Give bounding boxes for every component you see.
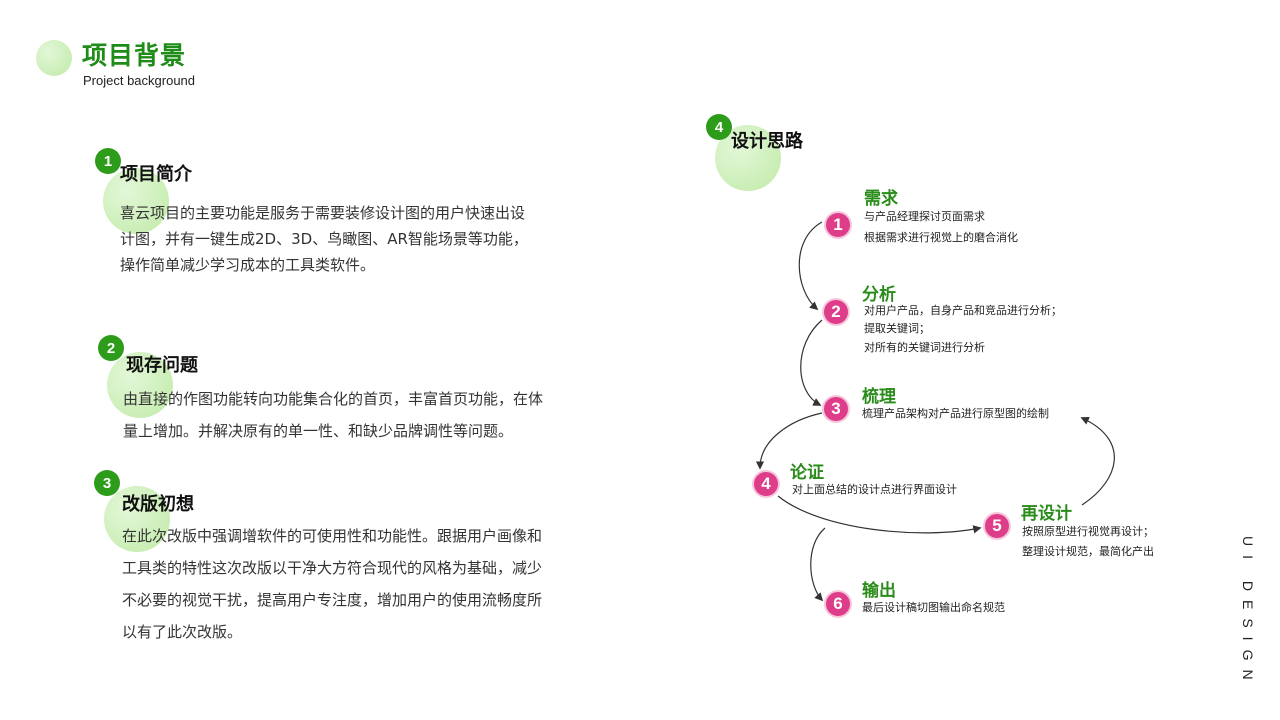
section-title: 项目简介 [120, 164, 192, 185]
step-description: 提取关键词； [864, 322, 930, 335]
page-title: 项目背景 [82, 41, 187, 70]
step-description: 按照原型进行视觉再设计； [1022, 525, 1154, 538]
vertical-ui-design-label: UI DESIGN [1240, 536, 1256, 689]
section-body-line: 以有了此次改版。 [122, 623, 243, 641]
step-description: 根据需求进行视觉上的磨合消化 [864, 231, 1018, 244]
section-decor-circle [104, 486, 170, 552]
step-title: 再设计 [1021, 504, 1072, 524]
section-body-line: 喜云项目的主要功能是服务于需要装修设计图的用户快速出设 [120, 204, 526, 222]
section-body-line: 计图，并有一键生成2D、3D、鸟瞰图、AR智能场景等功能， [120, 230, 528, 248]
section-body-line: 由直接的作图功能转向功能集合化的首页，丰富首页功能，在体 [123, 390, 544, 408]
step-description: 最后设计稿切图输出命名规范 [862, 601, 1005, 614]
flow-arrow-4-5 [777, 495, 982, 534]
section-body: 在此次改版中强调增软件的可使用性和功能性。跟据用户画像和 工具类的特性这次改版以… [122, 520, 592, 648]
section-body-line: 不必要的视觉干扰，提高用户专注度，增加用户的使用流畅度所 [122, 591, 543, 609]
step-number-badge: 3 [822, 395, 850, 423]
section-body: 喜云项目的主要功能是服务于需要装修设计图的用户快速出设 计图，并有一键生成2D、… [120, 200, 590, 278]
flow-arrow-3-4 [755, 412, 823, 470]
step-title: 论证 [790, 463, 824, 483]
step-title: 梳理 [862, 387, 896, 407]
step-description: 与产品经理探讨页面需求 [864, 210, 985, 223]
step-description: 整理设计规范，最简化产出 [1022, 545, 1154, 558]
step-number-badge: 4 [752, 470, 780, 498]
step-description: 对上面总结的设计点进行界面设计 [792, 483, 957, 496]
section-body-line: 量上增加。并解决原有的单一性、和缺少品牌调性等问题。 [123, 422, 514, 440]
step-title: 分析 [862, 285, 896, 305]
step-number-badge: 5 [983, 512, 1011, 540]
step-number-badge: 6 [824, 590, 852, 618]
section-body-line: 在此次改版中强调增软件的可使用性和功能性。跟据用户画像和 [122, 527, 543, 545]
step-title: 需求 [864, 189, 898, 209]
section-number-badge: 2 [98, 335, 124, 361]
page-subtitle: Project background [83, 73, 196, 88]
flow-arrow-2-3 [800, 319, 823, 406]
section-body-line: 操作简单减少学习成本的工具类软件。 [120, 256, 376, 274]
section-number-badge: 3 [94, 470, 120, 496]
step-description: 对用户产品，自身产品和竞品进行分析； [864, 304, 1062, 317]
step-description: 对所有的关键词进行分析 [864, 341, 985, 354]
step-number-badge: 2 [822, 298, 850, 326]
design-section-title: 设计思路 [731, 131, 803, 152]
section-decor-circle [107, 352, 173, 418]
section-number-badge: 1 [95, 148, 121, 174]
flow-arrow-1-2 [798, 221, 823, 311]
section-title: 改版初想 [122, 494, 194, 515]
section-number-badge: 4 [706, 114, 732, 140]
section-body: 由直接的作图功能转向功能集合化的首页，丰富首页功能，在体 量上增加。并解决原有的… [123, 386, 593, 444]
step-number-badge: 1 [824, 211, 852, 239]
header-decor-circle [36, 40, 72, 76]
step-title: 输出 [862, 581, 896, 601]
step-description: 梳理产品架构对产品进行原型图的绘制 [862, 407, 1049, 420]
flow-arrow-5-3 [1080, 416, 1115, 506]
section-body-line: 工具类的特性这次改版以干净大方符合现代的风格为基础，减少 [122, 559, 543, 577]
section-decor-circle [103, 168, 169, 234]
section-title: 现存问题 [126, 355, 198, 376]
flow-arrow-4-6 [810, 527, 826, 602]
